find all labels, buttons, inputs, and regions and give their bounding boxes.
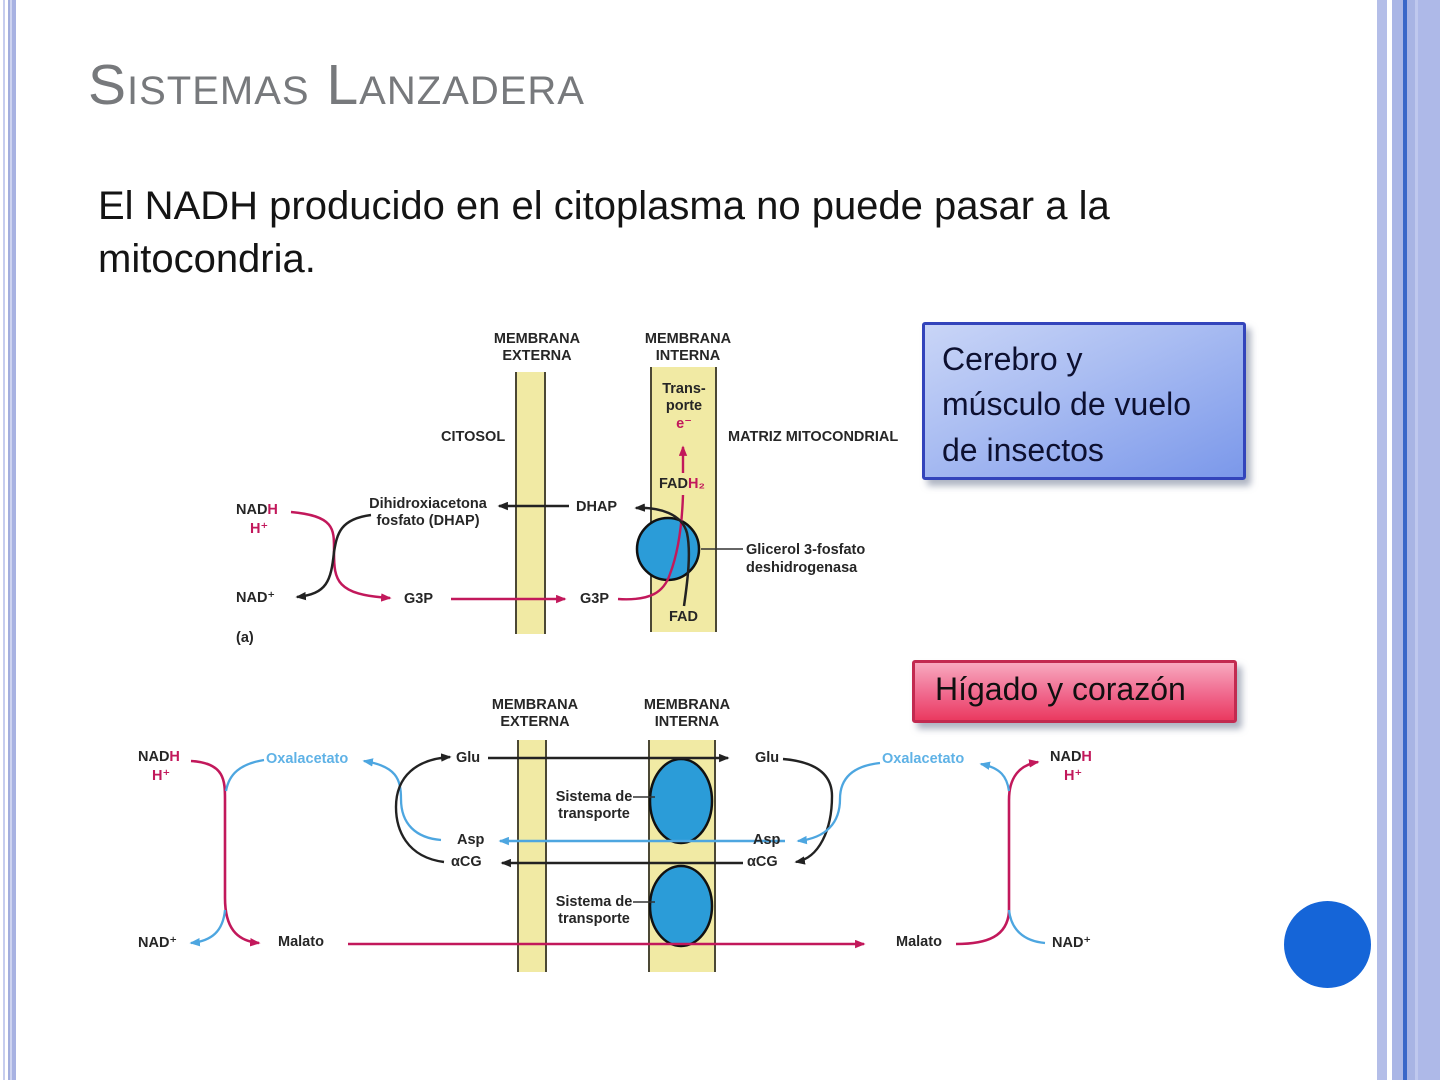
label-g3p-left: G3P [404,591,434,607]
right-border-stripes [1377,0,1440,1080]
label-electron: e⁻ [676,416,692,432]
label-nadh-a: NADH [236,502,278,518]
page-title: Sistemas Lanzadera [88,53,585,117]
label-hplus-b-right: H⁺ [1064,768,1083,784]
label-asp-right: Asp [753,832,781,848]
oxalacetato-join-left [224,758,265,792]
label-membrana-externa-b: MEMBRANA EXTERNA [491,697,579,730]
acg-glu-curve-left [394,753,452,864]
label-nad-b-right: NAD⁺ [1052,935,1092,951]
callout-higado-text: Hígado y corazón [935,671,1186,707]
label-malato-right: Malato [896,934,942,950]
transport-system-lower [648,864,714,948]
to-nad-left [189,909,227,947]
label-g3p-right: G3P [580,591,610,607]
label-glu-left: Glu [456,750,481,766]
label-asp-left: Asp [457,832,485,848]
decorative-blue-circle [1284,901,1371,988]
label-glicerol-deshidrogenasa: Glicerol 3-fosfato deshidrogenasa [746,542,866,577]
transport-system-upper [648,757,714,845]
label-transporte: Trans- porte [662,381,706,414]
label-matriz-mitocondrial: MATRIZ MITOCONDRIAL [728,429,899,445]
callout-cerebro-text: Cerebro y músculo de vuelo de insectos [942,341,1192,468]
label-oxalacetato-right: Oxalacetato [882,751,965,767]
label-hplus-b-left: H⁺ [152,768,171,784]
label-dihidroxiacetona: Dihidroxiacetona fosfato (DHAP) [369,496,487,529]
left-border-stripes [0,0,18,1080]
glu-acg-curve-right [782,757,834,865]
callout-higado: Hígado y corazón [912,660,1237,723]
label-malato-left: Malato [278,934,324,950]
label-sistema-transporte-upper: Sistema de transporte [555,789,633,822]
to-nad-right [1007,909,1046,945]
label-membrana-interna-b: MEMBRANA INTERNA [643,697,731,730]
label-sistema-transporte-lower: Sistema de transporte [555,894,633,927]
label-acg-left: αCG [451,854,482,870]
label-citosol: CITOSOL [441,429,506,445]
label-oxalacetato-left: Oxalacetato [266,751,349,767]
label-nad-a: NAD⁺ [236,590,276,606]
label-panel-a: (a) [236,630,254,646]
label-dhap: DHAP [576,499,618,515]
label-nadh-b-left: NADH [138,749,180,765]
label-membrana-interna-a: MEMBRANA INTERNA [644,331,732,364]
label-nad-b-left: NAD⁺ [138,935,178,951]
label-fadh2: FADH₂ [659,476,705,492]
malato-to-nadh-right [955,759,1040,946]
label-hplus-a: H⁺ [250,521,269,537]
label-membrana-externa-a: MEMBRANA EXTERNA [493,331,581,364]
label-fad: FAD [669,609,698,625]
label-acg-right: αCG [747,854,778,870]
fad-to-dhap-curve [634,503,691,607]
label-nadh-b-right: NADH [1050,749,1092,765]
diagram-a-arrows [290,445,743,607]
body-text: El NADH producido en el citoplasma no pu… [98,184,1110,282]
diagram-b-membranes [517,740,716,972]
nadh-to-malato-left [190,759,261,947]
oxalacetato-to-asp-right [796,761,881,845]
to-oxalacetato-right [979,761,1011,792]
glicerol-dehydrogenase-enzyme [635,516,701,582]
g3p-to-fadh2-curve [617,494,685,601]
callout-cerebro: Cerebro y músculo de vuelo de insectos [922,322,1246,480]
label-glu-right: Glu [755,750,780,766]
asp-to-oxalacetato-left [362,758,442,842]
